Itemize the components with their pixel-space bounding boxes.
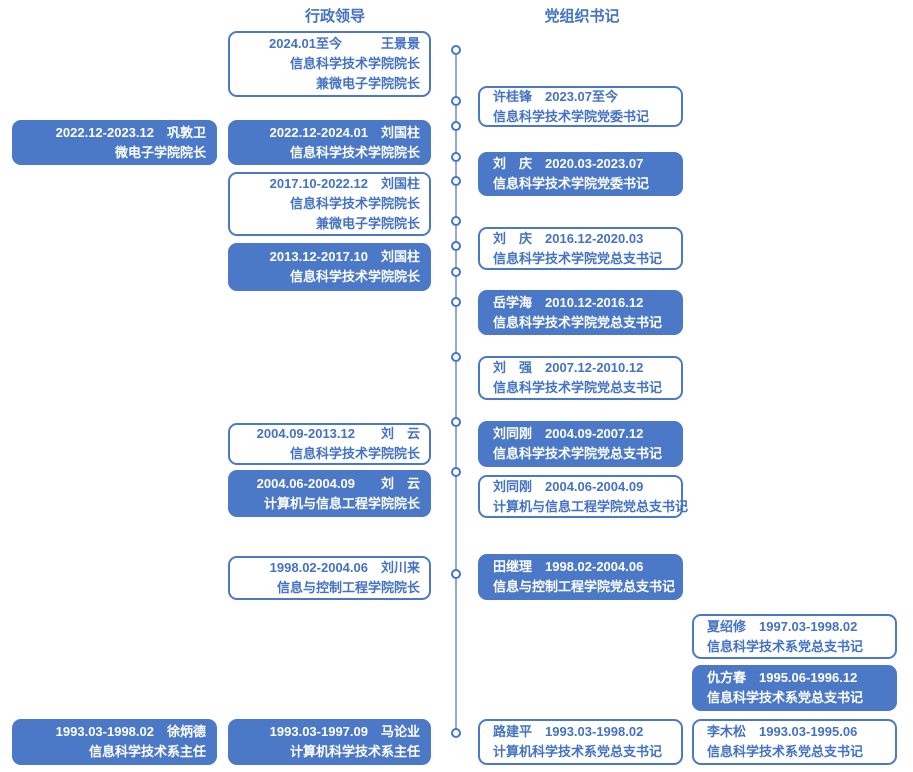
timeline-box: 刘 强 2007.12-2010.12 信息科学技术学院党总支书记 bbox=[478, 356, 683, 400]
timeline-box: 仇方春 1995.06-1996.12 信息科学技术系党总支书记 bbox=[692, 665, 897, 711]
box-line-person-period: 刘同刚 2004.09-2007.12 bbox=[493, 426, 644, 441]
box-line-person-period: 1993.03-1997.09 马论业 bbox=[269, 724, 420, 739]
timeline-box: 2004.09-2013.12 刘 云信息科学技术学院院长 bbox=[228, 423, 431, 465]
timeline-box: 李木松 1993.03-1995.06 信息科学技术系党总支书记 bbox=[692, 719, 897, 765]
timeline-node bbox=[451, 467, 461, 477]
box-line-person-period: 2017.10-2022.12 刘国柱 bbox=[269, 176, 420, 191]
timeline-box: 刘 庆 2016.12-2020.03 信息科学技术学院党总支书记 bbox=[478, 227, 683, 270]
box-line-person-period: 夏绍修 1997.03-1998.02 bbox=[707, 618, 858, 634]
timeline-line bbox=[455, 50, 457, 733]
box-line-person-period: 2022.12-2023.12 巩敦卫 bbox=[55, 124, 206, 140]
timeline-box: 2022.12-2023.12 巩敦卫微电子学院院长 bbox=[12, 120, 217, 165]
timeline-node bbox=[451, 96, 461, 106]
timeline-node bbox=[451, 176, 461, 186]
box-line-person-period: 刘 庆 2016.12-2020.03 bbox=[493, 230, 644, 246]
timeline-box: 2024.01至今 王景景信息科学技术学院院长兼微电子学院院长 bbox=[228, 31, 431, 97]
box-line-person-period: 2004.09-2013.12 刘 云 bbox=[256, 426, 420, 441]
box-line-position: 计算机科学技术系主任 bbox=[289, 744, 420, 759]
timeline-box: 1993.03-1997.09 马论业计算机科学技术系主任 bbox=[228, 719, 431, 765]
box-line-position: 信息科学技术系党总支书记 bbox=[707, 638, 864, 654]
box-line-position: 信息科学技术系党总支书记 bbox=[707, 690, 864, 705]
box-line-person-period: 刘 庆 2020.03-2023.07 bbox=[493, 156, 644, 171]
box-line-position: 信息科学技术学院党委书记 bbox=[493, 176, 650, 191]
box-line-person-period: 岳学海 2010.12-2016.12 bbox=[493, 294, 644, 310]
timeline-node bbox=[451, 569, 461, 579]
box-line-position: 信息科学技术学院党总支书记 bbox=[493, 380, 663, 395]
box-line-person-period: 李木松 1993.03-1995.06 bbox=[707, 724, 858, 739]
box-line-person-period: 仇方春 1995.06-1996.12 bbox=[707, 670, 858, 685]
timeline-node bbox=[451, 297, 461, 307]
box-line-position: 信息与控制工程学院党总支书记 bbox=[493, 579, 676, 594]
box-line-person-period: 2013.12-2017.10 刘国柱 bbox=[269, 249, 420, 264]
box-line-position: 信息科学技术学院院长 bbox=[289, 144, 420, 160]
box-line-position: 兼微电子学院院长 bbox=[315, 76, 420, 91]
timeline-box: 夏绍修 1997.03-1998.02 信息科学技术系党总支书记 bbox=[692, 614, 897, 659]
timeline-box: 1993.03-1998.02 徐炳德信息科学技术系主任 bbox=[12, 719, 217, 765]
box-line-position: 兼微电子学院院长 bbox=[315, 216, 420, 231]
timeline-node bbox=[451, 121, 461, 131]
timeline-node bbox=[451, 728, 461, 738]
column-header-party-secretaries: 党组织书记 bbox=[544, 8, 620, 25]
box-line-position: 计算机与信息工程学院党总支书记 bbox=[493, 498, 689, 514]
box-line-position: 计算机与信息工程学院院长 bbox=[263, 495, 420, 511]
box-line-position: 计算机科学技术系党总支书记 bbox=[493, 744, 663, 759]
timeline-node bbox=[451, 417, 461, 427]
timeline-box: 2022.12-2024.01 刘国柱信息科学技术学院院长 bbox=[228, 120, 431, 165]
timeline-box: 2013.12-2017.10 刘国柱信息科学技术学院院长 bbox=[228, 243, 431, 291]
timeline-box: 刘同刚 2004.09-2007.12 信息科学技术学院党总支书记 bbox=[478, 421, 683, 467]
timeline-box: 岳学海 2010.12-2016.12 信息科学技术学院党总支书记 bbox=[478, 290, 683, 335]
timeline-box: 刘 庆 2020.03-2023.07 信息科学技术学院党委书记 bbox=[478, 152, 683, 196]
timeline-box: 刘同刚 2004.06-2004.09 计算机与信息工程学院党总支书记 bbox=[478, 475, 689, 518]
timeline-node bbox=[451, 152, 461, 162]
timeline-box: 路建平 1993.03-1998.02 计算机科学技术系党总支书记 bbox=[478, 719, 683, 765]
box-line-position: 信息科学技术学院院长 bbox=[289, 269, 420, 284]
box-line-position: 信息与控制工程学院院长 bbox=[276, 580, 420, 595]
box-line-person-period: 刘 强 2007.12-2010.12 bbox=[493, 360, 644, 375]
box-line-position: 信息科学技术学院院长 bbox=[289, 196, 420, 211]
box-line-position: 信息科学技术系党总支书记 bbox=[707, 744, 864, 759]
box-line-person-period: 路建平 1993.03-1998.02 bbox=[493, 724, 644, 739]
box-line-position: 信息科学技术学院院长 bbox=[289, 56, 420, 71]
box-line-person-period: 1993.03-1998.02 徐炳德 bbox=[55, 724, 206, 739]
timeline-node bbox=[451, 216, 461, 226]
box-line-position: 信息科学技术学院党总支书记 bbox=[493, 250, 663, 266]
timeline-box: 1998.02-2004.06 刘川来信息与控制工程学院院长 bbox=[228, 556, 431, 600]
box-line-position: 信息科学技术系主任 bbox=[88, 744, 206, 759]
timeline-box: 2004.06-2004.09 刘 云计算机与信息工程学院院长 bbox=[228, 470, 431, 517]
box-line-person-period: 刘同刚 2004.06-2004.09 bbox=[493, 478, 644, 494]
box-line-position: 信息科学技术学院党总支书记 bbox=[493, 314, 663, 330]
box-line-person-period: 许桂锋 2023.07至今 bbox=[493, 88, 618, 104]
box-line-position: 信息科学技术学院院长 bbox=[289, 446, 420, 461]
box-line-person-period: 2024.01至今 王景景 bbox=[269, 36, 420, 51]
timeline-node bbox=[451, 267, 461, 277]
timeline-box: 田继理 1998.02-2004.06 信息与控制工程学院党总支书记 bbox=[478, 554, 683, 600]
box-line-person-period: 1998.02-2004.06 刘川来 bbox=[269, 560, 420, 575]
box-line-person-period: 2022.12-2024.01 刘国柱 bbox=[269, 124, 420, 140]
box-line-position: 信息科学技术学院党委书记 bbox=[493, 108, 650, 124]
timeline-box: 许桂锋 2023.07至今信息科学技术学院党委书记 bbox=[478, 86, 683, 127]
column-header-admin-leaders: 行政领导 bbox=[304, 8, 366, 25]
box-line-position: 信息科学技术学院党总支书记 bbox=[493, 446, 663, 461]
box-line-position: 微电子学院院长 bbox=[114, 144, 206, 160]
timeline-node bbox=[451, 241, 461, 251]
timeline-box: 2017.10-2022.12 刘国柱信息科学技术学院院长兼微电子学院院长 bbox=[228, 172, 431, 236]
timeline-node bbox=[451, 45, 461, 55]
timeline-node bbox=[451, 352, 461, 362]
box-line-person-period: 2004.06-2004.09 刘 云 bbox=[256, 475, 420, 491]
box-line-person-period: 田继理 1998.02-2004.06 bbox=[493, 559, 644, 574]
